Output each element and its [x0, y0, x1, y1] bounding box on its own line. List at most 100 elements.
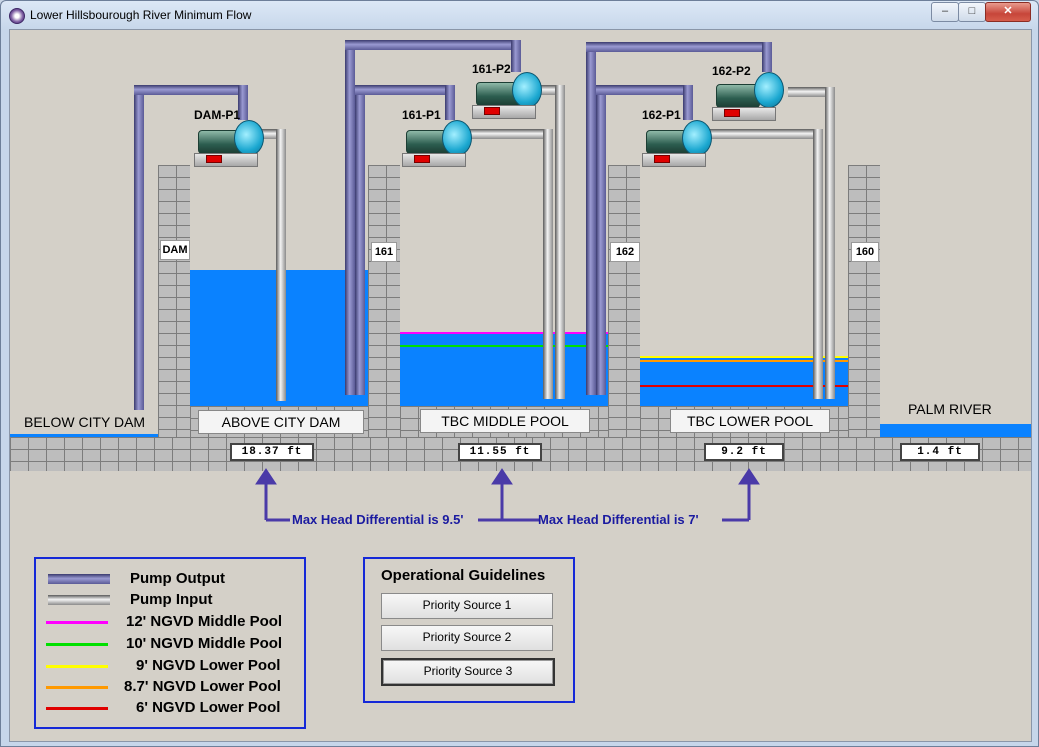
structure-162	[608, 165, 640, 437]
structure-162-label: 162	[610, 242, 640, 262]
dam-label: DAM	[160, 240, 190, 260]
pump-input-swatch	[48, 595, 110, 605]
p162-1-output-pipe-down	[596, 85, 606, 395]
ngvd-12-middle-line	[400, 332, 608, 334]
tbc-lower-pool-level-readout: 9.2 ft	[704, 443, 784, 461]
pump-status-indicator	[484, 107, 500, 115]
operational-guidelines-panel: Operational Guidelines Priority Source 1…	[363, 557, 575, 703]
tbc-middle-pool-water	[400, 332, 608, 406]
pump-dam-p1-label: DAM-P1	[194, 108, 241, 122]
pump-base	[472, 105, 536, 119]
close-button[interactable]: ✕	[985, 2, 1031, 22]
pump-161-p1[interactable]: 161-P1	[402, 108, 472, 168]
close-icon: ✕	[1003, 5, 1013, 17]
pump-volute-icon	[682, 120, 712, 156]
p162-2-output-pipe-down	[586, 42, 596, 395]
p161-1-output-pipe-top	[355, 85, 455, 95]
ngvd-10-middle-swatch	[46, 643, 108, 646]
minimize-icon: –	[941, 5, 949, 17]
pump-162-p2-label: 162-P2	[712, 64, 751, 78]
structure-161-label: 161	[371, 242, 397, 262]
priority-source-1-button[interactable]: Priority Source 1	[381, 593, 553, 619]
pump-volute-icon	[234, 120, 264, 156]
title-bar[interactable]: Lower Hillsbourough River Minimum Flow –…	[1, 1, 1038, 29]
p161-2-input-pipe-down	[555, 85, 565, 399]
p161-2-output-pipe-top	[345, 40, 521, 50]
p162-1-output-pipe-top	[596, 85, 693, 95]
pump-status-indicator	[206, 155, 222, 163]
window-title: Lower Hillsbourough River Minimum Flow	[30, 8, 252, 22]
pump-volute-icon	[442, 120, 472, 156]
structure-161	[368, 165, 400, 437]
priority-source-2-button[interactable]: Priority Source 2	[381, 625, 553, 651]
pump-161-p2-label: 161-P2	[472, 62, 511, 76]
p162-1-input-pipe-down	[813, 129, 823, 399]
pump-162-p1[interactable]: 162-P1	[642, 108, 712, 168]
pump-motor-icon	[716, 84, 760, 108]
ngvd-9-lower-line	[640, 356, 848, 358]
pump-output-swatch	[48, 574, 110, 584]
tbc-middle-pool-label: TBC MIDDLE POOL	[420, 409, 590, 433]
tbc-middle-pool-level-readout: 11.55 ft	[458, 443, 542, 461]
p162-2-output-pipe-riser	[762, 42, 772, 72]
head-differential-annotation-2: Max Head Differential is 7'	[538, 512, 699, 527]
ngvd-12-middle-swatch	[46, 621, 108, 624]
p161-1-input-pipe-down	[543, 129, 553, 399]
pump-status-indicator	[724, 109, 740, 117]
pump-status-indicator	[654, 155, 670, 163]
legend-panel: Pump Output Pump Input 12' NGVD Middle P…	[34, 557, 306, 729]
ngvd-9-lower-swatch	[46, 665, 108, 668]
below-city-dam-label: BELOW CITY DAM	[24, 414, 146, 430]
ngvd-6-lower-line	[640, 385, 848, 387]
pump-base	[402, 153, 466, 167]
minimize-button[interactable]: –	[931, 2, 959, 22]
palm-river-level-readout: 1.4 ft	[900, 443, 980, 461]
palm-river-water	[880, 424, 1031, 438]
dam-structure	[158, 165, 190, 437]
pump-base	[194, 153, 258, 167]
operational-guidelines-title: Operational Guidelines	[381, 567, 546, 584]
legend-item: 8.7' NGVD Lower Pool	[36, 677, 304, 698]
legend-item: Pump Input	[36, 590, 304, 611]
legend-item: 12' NGVD Middle Pool	[36, 612, 304, 633]
ngvd-8-7-lower-swatch	[46, 686, 108, 689]
p162-2-input-pipe-down	[825, 87, 835, 399]
p161-2-output-pipe-down	[345, 40, 355, 395]
priority-source-3-button[interactable]: Priority Source 3	[381, 658, 555, 686]
above-city-dam-label: ABOVE CITY DAM	[198, 410, 364, 434]
pump-dam-p1[interactable]: DAM-P1	[194, 108, 264, 168]
schematic-canvas: DAM 161 162 160 DAM-P1	[9, 29, 1032, 742]
p162-1-input-pipe-top	[702, 129, 823, 139]
p161-1-output-pipe-riser	[445, 85, 455, 120]
app-icon[interactable]	[9, 8, 25, 24]
pump-161-p1-label: 161-P1	[402, 108, 441, 122]
dam-p1-output-pipe-down	[134, 85, 144, 410]
structure-160	[848, 165, 880, 437]
legend-item: 10' NGVD Middle Pool	[36, 634, 304, 655]
p162-2-output-pipe-top	[586, 42, 772, 52]
tbc-lower-pool-label: TBC LOWER POOL	[670, 409, 830, 433]
structure-160-label: 160	[851, 242, 879, 262]
p162-2-input-pipe-top	[788, 87, 835, 97]
p161-2-output-pipe-riser	[511, 40, 521, 72]
p161-2-input-pipe-top	[538, 85, 565, 95]
pump-162-p2[interactable]: 162-P2	[712, 64, 784, 124]
dam-p1-input-pipe-down	[276, 129, 286, 401]
pump-status-indicator	[414, 155, 430, 163]
dam-p1-output-pipe-riser	[238, 85, 248, 120]
legend-item: 9' NGVD Lower Pool	[36, 656, 304, 677]
palm-river-label: PALM RIVER	[908, 401, 992, 417]
p161-1-input-pipe-top	[462, 129, 553, 139]
ngvd-10-middle-line	[400, 345, 608, 347]
maximize-button[interactable]: □	[958, 2, 986, 22]
legend-item: 6' NGVD Lower Pool	[36, 698, 304, 719]
above-city-dam-level-readout: 18.37 ft	[230, 443, 314, 461]
pump-volute-icon	[754, 72, 784, 108]
head-differential-arrows	[255, 468, 760, 522]
maximize-icon: □	[968, 5, 976, 17]
pump-base	[642, 153, 706, 167]
dam-p1-input-pipe-top	[258, 129, 286, 139]
pump-161-p2[interactable]: 161-P2	[472, 62, 542, 122]
pump-162-p1-label: 162-P1	[642, 108, 681, 122]
